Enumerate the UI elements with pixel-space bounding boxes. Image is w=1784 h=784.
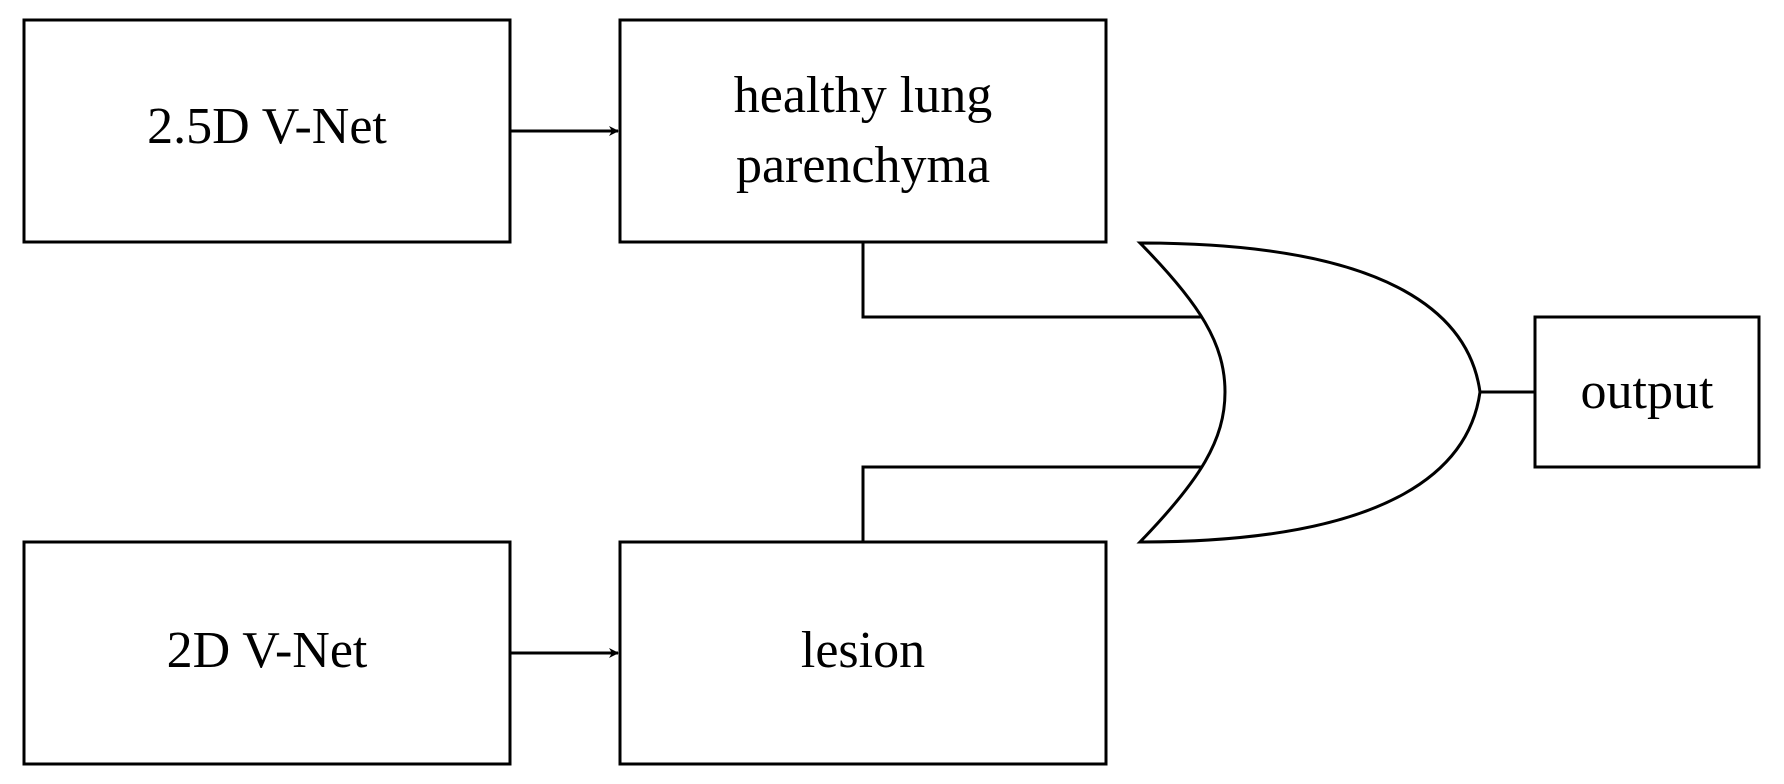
- node-2d-vnet-label: 2D V-Net: [167, 622, 368, 679]
- wire-healthy-to-gate: [861, 242, 1203, 319]
- node-2d-vnet: 2D V-Net: [22, 540, 512, 766]
- wire-lesion-to-gate: [861, 465, 1203, 542]
- node-output-label: output: [1581, 363, 1714, 420]
- node-2-5d-vnet-label: 2.5D V-Net: [147, 98, 387, 155]
- node-healthy-label-line1: healthy lung: [734, 67, 993, 124]
- node-healthy-label-line2: parenchyma: [736, 137, 990, 194]
- node-output: output: [1533, 315, 1761, 469]
- node-2-5d-vnet: 2.5D V-Net: [22, 18, 512, 244]
- node-lesion: lesion: [618, 540, 1108, 766]
- node-healthy-lung-parenchyma: healthy lung parenchyma: [618, 18, 1108, 244]
- node-lesion-label: lesion: [801, 622, 925, 679]
- or-gate-icon: [1136, 241, 1482, 544]
